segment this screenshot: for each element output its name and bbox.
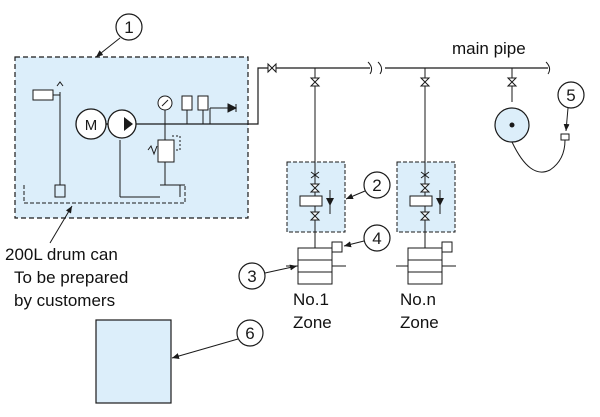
- pump-unit-box: [14, 56, 249, 219]
- callout-2-circle: [363, 171, 391, 199]
- callout-1-circle: [115, 13, 143, 41]
- level-switch-icon: [32, 89, 54, 101]
- callout-3-circle: [238, 262, 266, 290]
- pressure-switch-a: [181, 95, 193, 111]
- callout-6-circle: [236, 319, 264, 347]
- zone1-distributor: [297, 247, 333, 285]
- callout-5-circle: [557, 81, 585, 109]
- zonen-solenoid-icon: [409, 195, 433, 207]
- drum-label-line3: by customers: [14, 291, 116, 310]
- branchn-valve: [419, 77, 431, 87]
- main-pipe-label: main pipe: [452, 39, 526, 58]
- zone1-label-line1: No.1: [293, 290, 329, 309]
- callout-3: 3: [247, 267, 256, 286]
- drum-outline: [23, 185, 186, 204]
- zonen-label-line2: Zone: [400, 313, 439, 332]
- pressure-switch-b: [197, 95, 209, 111]
- callout-6: 6: [245, 324, 254, 343]
- outlet-pipe: [248, 67, 370, 125]
- zonen-switch: [441, 241, 453, 253]
- callout-4-circle: [363, 224, 391, 252]
- drum-label-line2: To be prepared: [14, 268, 129, 287]
- zone1-solenoid-icon: [299, 195, 323, 207]
- zonen-distributor: [407, 247, 443, 285]
- zonen-label-line1: No.n: [400, 290, 436, 309]
- zone1-switch: [331, 241, 343, 253]
- drum-label-line1: 200L drum can: [5, 245, 118, 264]
- motor-label: M: [85, 117, 98, 134]
- callout-4: 4: [372, 229, 381, 248]
- callout-1: 1: [124, 18, 133, 37]
- grease-gun-icon: [560, 133, 570, 141]
- callout-2: 2: [372, 176, 381, 195]
- branch1-valve: [309, 77, 321, 87]
- zone1-label-line2: Zone: [293, 313, 332, 332]
- strainer: [54, 184, 66, 198]
- callout-5: 5: [566, 86, 575, 105]
- relief-valve-icon: [157, 139, 175, 163]
- control-panel: [95, 319, 172, 404]
- check-valve: [267, 62, 277, 74]
